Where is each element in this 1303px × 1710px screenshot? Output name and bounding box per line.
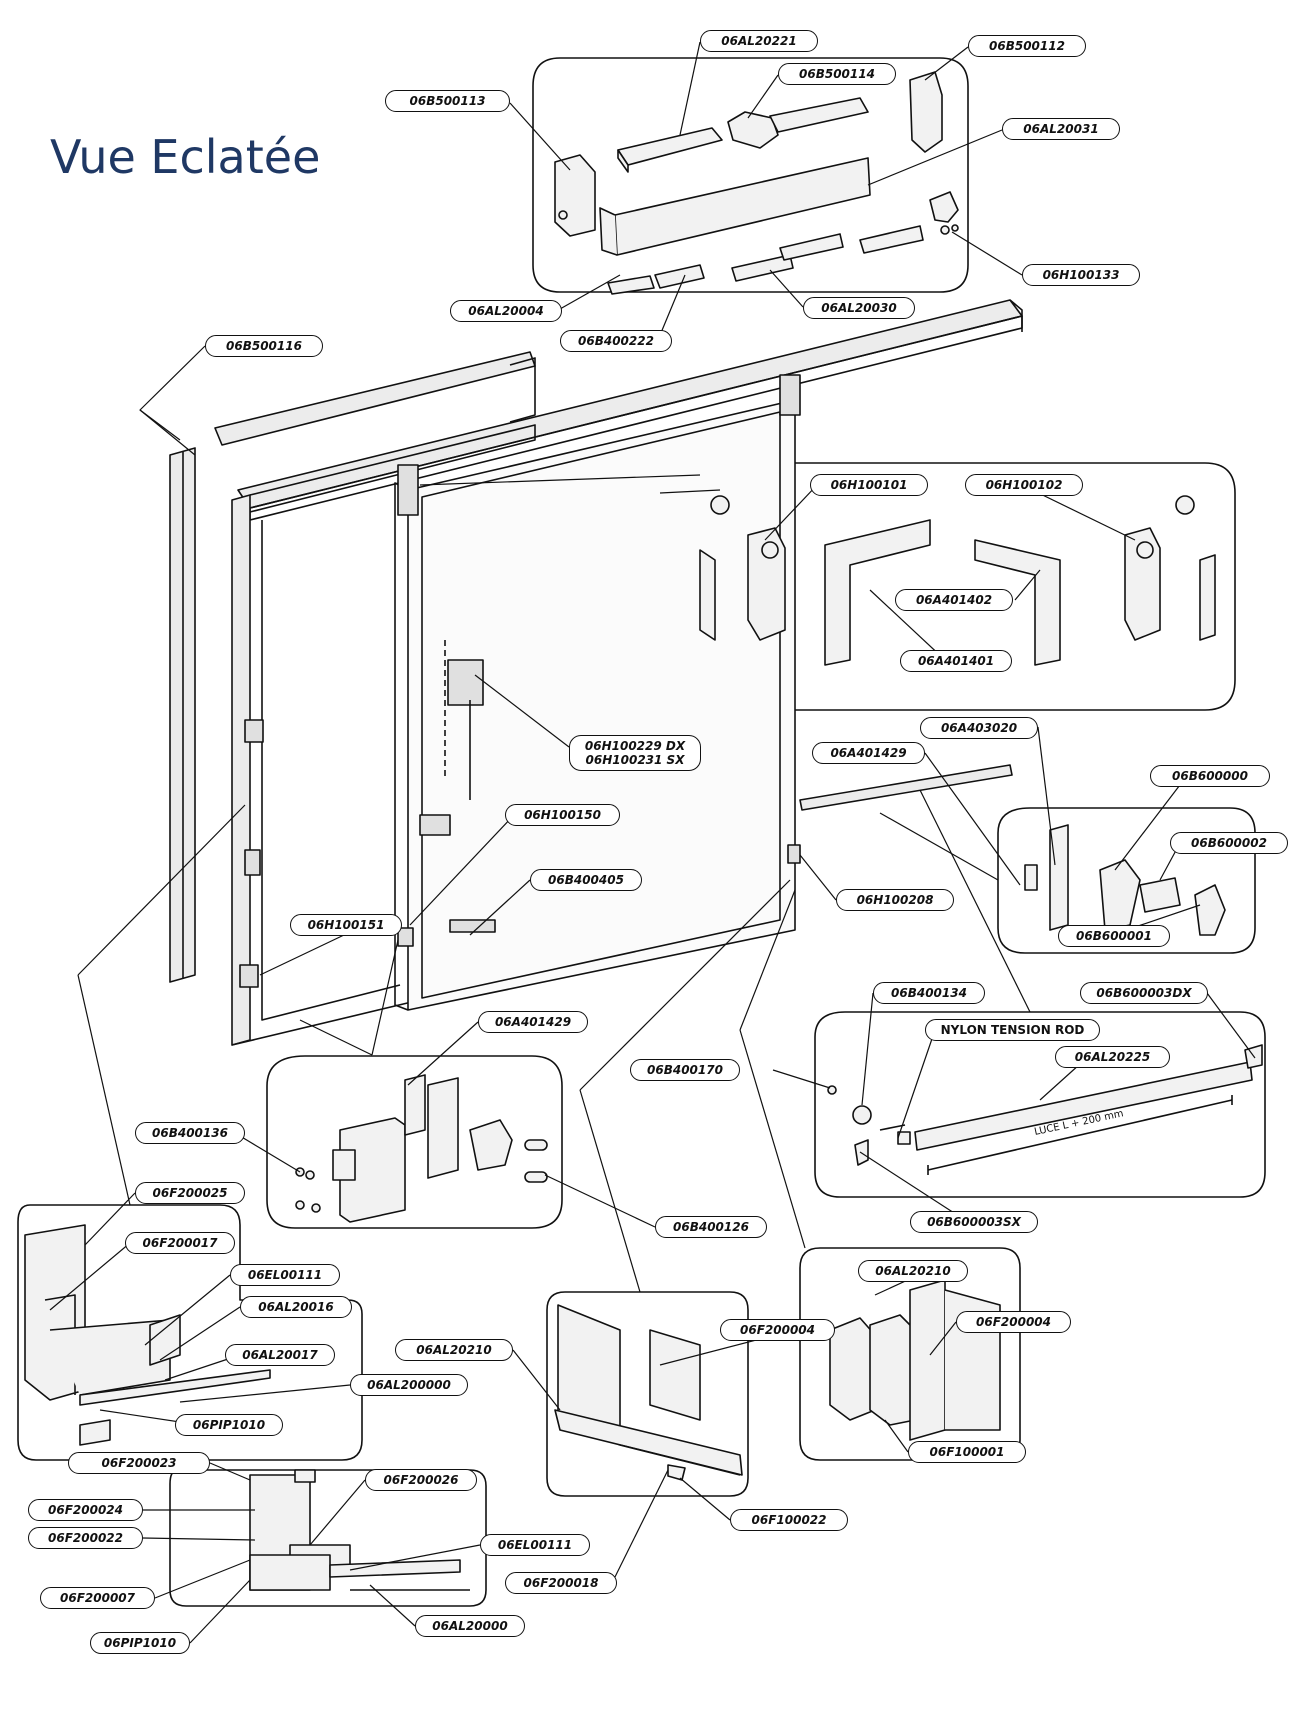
callout-06al20210-mid: 06AL20210 [395,1339,513,1361]
header-parts [554,71,959,295]
callout-06al20221: 06AL20221 [700,30,818,52]
callout-06b600003dx: 06B600003DX [1080,982,1208,1004]
gasket-left-parts [24,1224,271,1446]
callout-06h100208: 06H100208 [836,889,954,911]
callout-line-dx: 06H100229 DX [584,739,686,753]
callout-06a401401: 06A401401 [900,650,1012,672]
callout-06b600003sx: 06B600003SX [910,1211,1038,1233]
callout-06h100133: 06H100133 [1022,264,1140,286]
callout-06a401429-upper: 06A401429 [812,742,925,764]
callout-06f200017: 06F200017 [125,1232,235,1254]
callout-06pip1010-lower: 06PIP1010 [90,1632,190,1654]
callout-06b400134: 06B400134 [873,982,985,1004]
callout-line-sx: 06H100231 SX [585,753,685,767]
corner-bottom-parts [249,1469,470,1591]
callout-06b500112: 06B500112 [968,35,1086,57]
detail-group-gasket-left [17,1204,363,1461]
detail-group-top-header [532,57,969,293]
callout-06f100022: 06F100022 [730,1509,848,1531]
callout-06b400126: 06B400126 [655,1216,767,1238]
callout-06pip1010-upper: 06PIP1010 [175,1414,283,1436]
callout-06h100102: 06H100102 [965,474,1083,496]
detail-group-handle [997,807,1256,954]
callout-06f200004-mid: 06F200004 [720,1319,835,1341]
callout-06f200023: 06F200023 [68,1452,210,1474]
callout-06b500114: 06B500114 [778,63,896,85]
callout-06b600002: 06B600002 [1170,832,1288,854]
callout-06a403020: 06A403020 [920,717,1038,739]
tension-rod-parts [827,1044,1263,1175]
callout-06al20000: 06AL20000 [415,1615,525,1637]
callout-06f200026: 06F200026 [365,1469,477,1491]
detail-group-tension-rod [814,1011,1266,1198]
callout-06al20004: 06AL20004 [450,300,562,322]
callout-06a401402: 06A401402 [895,589,1013,611]
side-seal-parts [829,1279,1001,1441]
callout-06b400136: 06B400136 [135,1122,245,1144]
callout-06b400405: 06B400405 [530,869,642,891]
page-title: Vue Eclatée [50,130,321,184]
callout-06h100151: 06H100151 [290,914,402,936]
callout-06f200022: 06F200022 [28,1527,143,1549]
callout-06f200025: 06F200025 [135,1182,245,1204]
latch-parts [295,1074,548,1223]
callout-06h100150: 06H100150 [505,804,620,826]
handle-parts [1024,824,1226,936]
bottom-seal-parts [554,1304,743,1481]
callout-06al20030: 06AL20030 [803,297,915,319]
callout-06b500116: 06B500116 [205,335,323,357]
callout-06al20210-right: 06AL20210 [858,1260,968,1282]
hinge-bracket-parts [699,495,1216,666]
callout-06f200004-right: 06F200004 [956,1311,1071,1333]
callout-nylon-tension-rod: NYLON TENSION ROD [925,1019,1100,1041]
detail-group-latch [266,1055,563,1229]
door-assembly [169,299,1023,1046]
leader-lines [49,41,1256,1644]
callout-06b400170: 06B400170 [630,1059,740,1081]
callout-06a401429-lower: 06A401429 [478,1011,588,1033]
callout-06b500113: 06B500113 [385,90,510,112]
callout-06al200000: 06AL200000 [350,1374,468,1396]
callout-06f100001: 06F100001 [908,1441,1026,1463]
callout-06b600000: 06B600000 [1150,765,1270,787]
callout-06al20017: 06AL20017 [225,1344,335,1366]
callout-06f200018: 06F200018 [505,1572,617,1594]
callout-06el00111-lower: 06EL00111 [480,1534,590,1556]
detail-group-bottom-seal [546,1291,749,1497]
callout-06f200024: 06F200024 [28,1499,143,1521]
callout-06f200007: 06F200007 [40,1587,155,1609]
detail-group-corner-bottom [169,1469,487,1607]
callout-06b400222: 06B400222 [560,330,672,352]
callout-06al20016: 06AL20016 [240,1296,352,1318]
callout-06h100101: 06H100101 [810,474,928,496]
callout-06el00111-upper: 06EL00111 [230,1264,340,1286]
callout-06b600001: 06B600001 [1058,925,1170,947]
callout-06h100229-dx-06h100231-sx: 06H100229 DX 06H100231 SX [569,735,701,771]
callout-06al20031: 06AL20031 [1002,118,1120,140]
callout-06al20225: 06AL20225 [1055,1046,1170,1068]
